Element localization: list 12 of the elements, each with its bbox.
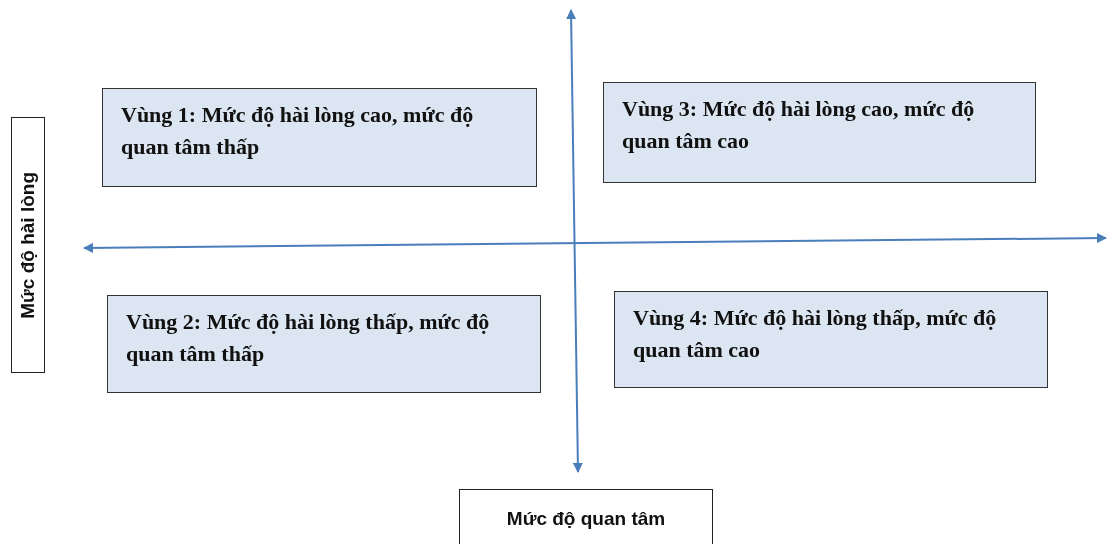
axis-title-box xyxy=(459,489,713,544)
axis-title-box xyxy=(11,117,45,373)
quadrant-box xyxy=(614,291,1048,388)
axis-label: Mức độ hài lòng xyxy=(17,171,39,319)
quadrant-box xyxy=(102,88,537,187)
quadrant-box xyxy=(603,82,1036,183)
zone-text: Vùng 4: Mức độ hài lòng thấp, mức độ quan tâm cao xyxy=(633,304,998,364)
zone-text: Vùng 1: Mức độ hài lòng cao, mức độ quan tâm thấp xyxy=(121,101,475,161)
zone-text: Vùng 3: Mức độ hài lòng cao, mức độ quan tâm cao xyxy=(622,95,976,155)
quadrant-box xyxy=(107,295,541,393)
axis-label: Mức độ quan tâm xyxy=(506,508,666,530)
zone-text: Vùng 2: Mức độ hài lòng thấp, mức độ quan tâm thấp xyxy=(126,308,491,368)
